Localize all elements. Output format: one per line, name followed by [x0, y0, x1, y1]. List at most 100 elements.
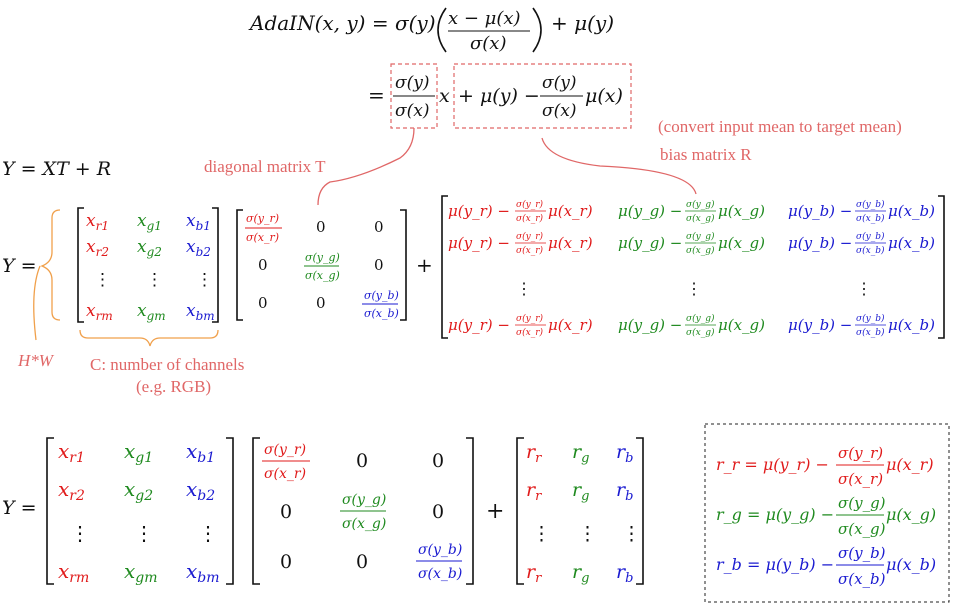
xb-b1: xb1 — [186, 439, 215, 466]
t-zero-31: 0 — [258, 294, 268, 312]
xb-rm: xrm — [58, 559, 89, 586]
y-xt-r: Y = XT + R — [2, 158, 111, 180]
line2-mid: + μ(y) − — [458, 85, 540, 107]
bracket-left — [46, 437, 54, 585]
channels-annotation: C: number of channels — [90, 355, 244, 374]
x-dots-1: ⋮ — [94, 270, 111, 290]
r-num-r: σ(y_r) — [516, 199, 544, 210]
diagonal-connector — [317, 127, 415, 206]
t-r-den: σ(x_r) — [246, 231, 279, 244]
tb-g-num: σ(y_g) — [342, 492, 386, 508]
r-pre-g: μ(y_g) − — [618, 202, 682, 220]
tb-r-num: σ(y_r) — [264, 442, 306, 458]
box-lhs-r: r_r = μ(y_r) − — [716, 455, 829, 474]
tb-b-den: σ(x_b) — [418, 566, 462, 582]
bracket-right — [636, 437, 644, 585]
t-zero-12: 0 — [316, 218, 326, 236]
rb-b-1: rb — [616, 479, 633, 504]
x-r2: xr2 — [86, 237, 109, 259]
paren-right — [532, 7, 542, 53]
box-lhs-b: r_b = μ(y_b) − — [716, 555, 834, 574]
bias-term-box — [453, 63, 632, 129]
matrix-t-bottom: σ(y_r) σ(x_r) 0 0 0 σ(y_g) σ(x_g) 0 0 0 … — [252, 437, 474, 585]
line2-frac1-num: σ(y) — [395, 73, 429, 93]
bias-definitions: r_r = μ(y_r) −σ(y_r)σ(x_r)μ(x_r)r_g = μ(… — [716, 444, 936, 588]
adain-expanded: = σ(y) σ(x) x + μ(y) − σ(y) σ(x) μ(x) — [368, 63, 632, 129]
rb-dots-r: ⋮ — [532, 523, 551, 545]
r-num-r: σ(y_r) — [516, 313, 544, 324]
bracket-right — [212, 207, 219, 323]
r-pre-r: μ(y_r) − — [448, 234, 510, 252]
r-num-g: σ(y_g) — [686, 199, 715, 210]
xb-r1: xr1 — [58, 439, 85, 466]
line2-frac2-num: σ(y) — [542, 73, 576, 93]
r-num-g: σ(y_g) — [686, 231, 715, 242]
r-den-r: σ(x_r) — [516, 213, 544, 224]
t-zero-23: 0 — [374, 256, 384, 274]
rb-g-0: rg — [572, 441, 589, 466]
line2-tail: μ(x) — [585, 85, 623, 107]
tb-zero-31: 0 — [280, 551, 292, 573]
line2-frac2-den: σ(x) — [542, 101, 576, 121]
bracket-left — [236, 209, 243, 321]
adain-frac-den: σ(x) — [470, 33, 506, 54]
x-b1: xb1 — [186, 211, 211, 233]
r-pre-g: μ(y_g) − — [618, 234, 682, 252]
plus-middle: + — [416, 253, 433, 277]
tb-zero-12: 0 — [356, 450, 368, 472]
adain-frac-num: x − μ(x) — [448, 8, 521, 29]
r-post-g: μ(x_g) — [718, 234, 765, 252]
r-pre-r: μ(y_r) − — [448, 202, 510, 220]
x-gm: xgm — [137, 301, 166, 323]
r-dots-g: ⋮ — [686, 279, 702, 298]
rb-dots-b: ⋮ — [622, 523, 641, 545]
t-g-num: σ(y_g) — [305, 251, 340, 264]
x-rm: xrm — [86, 301, 113, 323]
matrix-r-bottom — [516, 437, 644, 585]
matrix-r-middle — [441, 195, 945, 339]
t-zero-21: 0 — [258, 256, 268, 274]
tb-zero-13: 0 — [432, 450, 444, 472]
t-b-num: σ(y_b) — [364, 289, 399, 302]
y-equals-bottom: Y = — [2, 497, 37, 519]
r-post-b: μ(x_b) — [888, 316, 935, 334]
bracket-right — [938, 195, 945, 339]
t-b-den: σ(x_b) — [364, 307, 399, 320]
bracket-right — [226, 437, 234, 585]
r-pre-b: μ(y_b) − — [788, 234, 852, 252]
rb-b-3: rb — [616, 561, 633, 586]
bracket-right — [400, 209, 407, 321]
line2-x: x — [439, 85, 450, 107]
xb-dots-2: ⋮ — [134, 521, 154, 545]
r-num-g: σ(y_g) — [686, 313, 715, 324]
rb-b-0: rb — [616, 441, 633, 466]
r-dots-b: ⋮ — [856, 279, 872, 298]
r-num-b: σ(y_b) — [856, 231, 885, 242]
line2-frac1-den: σ(x) — [395, 101, 429, 121]
box-num-g: σ(y_g) — [838, 494, 886, 512]
rb-dots-g: ⋮ — [578, 523, 597, 545]
box-den-g: σ(x_g) — [838, 520, 886, 538]
box-tail-g: μ(x_g) — [886, 505, 936, 524]
y-equals-middle: Y = — [2, 255, 37, 277]
bracket-left — [252, 437, 260, 585]
box-den-r: σ(x_r) — [838, 470, 883, 488]
r-den-g: σ(x_g) — [686, 245, 715, 256]
r-pre-b: μ(y_b) − — [788, 316, 852, 334]
xb-bm: xbm — [186, 559, 220, 586]
r-post-g: μ(x_g) — [718, 316, 765, 334]
tb-b-num: σ(y_b) — [418, 542, 462, 558]
x-g1: xg1 — [137, 211, 162, 233]
box-tail-r: μ(x_r) — [886, 455, 934, 474]
xb-dots-1: ⋮ — [70, 521, 90, 545]
bracket-left — [77, 207, 84, 323]
r-den-b: σ(x_b) — [856, 327, 885, 338]
rb-g-3: rg — [572, 561, 589, 586]
bracket-left — [441, 195, 448, 339]
rb-r-1: rr — [526, 479, 542, 504]
box-num-b: σ(y_b) — [838, 544, 886, 562]
plus-bottom: + — [486, 499, 504, 524]
xb-dots-3: ⋮ — [198, 521, 218, 545]
